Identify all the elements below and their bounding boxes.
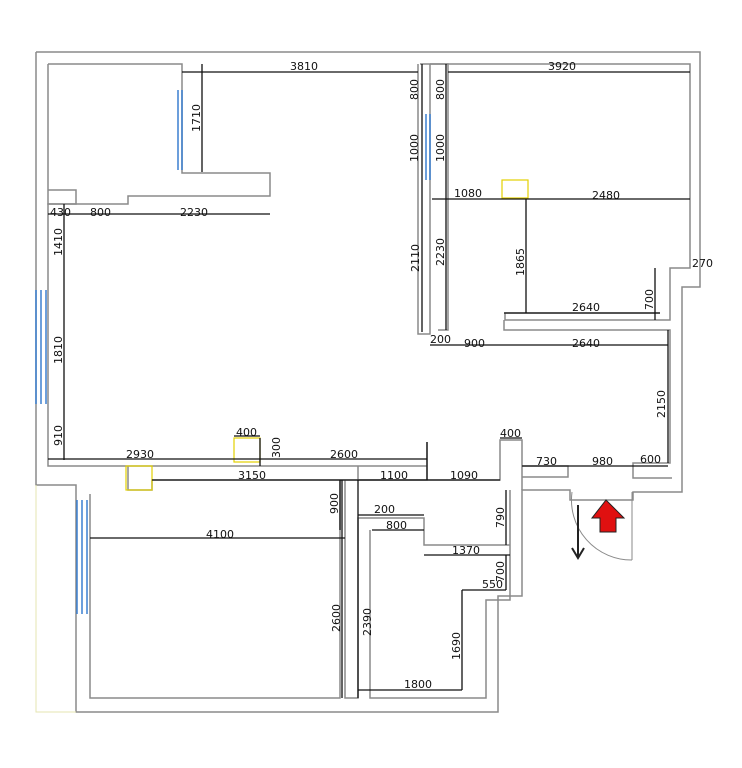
- entry-arrow-icon: [590, 499, 626, 533]
- dim-910: 910: [52, 425, 65, 446]
- dim-2600-h: 2600: [330, 448, 358, 461]
- dimension-lines: [48, 64, 690, 698]
- dim-1410: 1410: [52, 228, 65, 256]
- dim-3810: 3810: [290, 60, 318, 73]
- dim-270: 270: [692, 257, 713, 270]
- dim-400-a: 400: [236, 426, 257, 439]
- inner-wall-bedroom-1: [89, 480, 341, 699]
- dim-900-top: 900: [464, 337, 485, 350]
- dim-1000-b: 1000: [434, 134, 447, 162]
- dim-430: 430: [50, 206, 71, 219]
- exit-arrow-icon: [571, 505, 585, 560]
- dim-800-top-left: 800: [408, 79, 421, 100]
- dim-1710: 1710: [190, 104, 203, 132]
- inner-wall-partition: [417, 64, 431, 335]
- dim-800-hall: 800: [90, 206, 111, 219]
- dim-800-bath: 800: [386, 519, 407, 532]
- dim-700-right: 700: [643, 289, 656, 310]
- shaft-left: [125, 465, 153, 491]
- dim-1865: 1865: [514, 248, 527, 276]
- dim-1100: 1100: [380, 469, 408, 482]
- outer-wall: [35, 51, 701, 713]
- entrance-arrows: [571, 499, 626, 560]
- dim-1810: 1810: [52, 336, 65, 364]
- dim-790: 790: [494, 507, 507, 528]
- dim-4100: 4100: [206, 528, 234, 541]
- dim-980: 980: [592, 455, 613, 468]
- dim-1800: 1800: [404, 678, 432, 691]
- dim-700-bath: 700: [494, 561, 507, 582]
- dim-2640-top: 2640: [572, 301, 600, 314]
- dim-3150: 3150: [238, 469, 266, 482]
- inner-wall-bath-inner: [369, 490, 511, 699]
- dimension-labels: 3810 3920 1710 800 800 1000 1000 430 800…: [50, 60, 713, 691]
- inner-wall-corridor: [127, 439, 523, 491]
- dim-300: 300: [270, 437, 283, 458]
- dim-1090: 1090: [450, 469, 478, 482]
- dim-2230-vert: 2230: [434, 238, 447, 266]
- inner-wall-kitchen: [503, 320, 672, 479]
- shaft-top: [501, 179, 529, 199]
- dim-1080: 1080: [454, 187, 482, 200]
- dim-2930: 2930: [126, 448, 154, 461]
- dim-2150: 2150: [655, 390, 668, 418]
- dim-2390: 2390: [361, 608, 374, 636]
- windows: [35, 90, 431, 614]
- inner-wall-bedroom-2: [420, 63, 691, 321]
- dim-730: 730: [536, 455, 557, 468]
- dim-2230-hall: 2230: [180, 206, 208, 219]
- balcony-outline: [35, 485, 76, 713]
- inner-wall-living: [47, 63, 271, 205]
- dim-2640-bottom: 2640: [572, 337, 600, 350]
- dim-1690: 1690: [450, 632, 463, 660]
- dim-3920: 3920: [548, 60, 576, 73]
- dim-2480: 2480: [592, 189, 620, 202]
- dim-800-top-right: 800: [434, 79, 447, 100]
- dim-550: 550: [482, 578, 503, 591]
- dim-600: 600: [640, 453, 661, 466]
- inner-wall-partition-2: [430, 63, 449, 331]
- inner-wall-living-lower: [47, 189, 427, 467]
- dim-1370: 1370: [452, 544, 480, 557]
- dim-200-bath: 200: [374, 503, 395, 516]
- dim-2600-v: 2600: [330, 604, 343, 632]
- dim-400-b: 400: [500, 427, 521, 440]
- ventilation-shafts: [125, 179, 529, 491]
- dim-2110: 2110: [409, 244, 422, 272]
- dim-1000-a: 1000: [408, 134, 421, 162]
- dim-200-top: 200: [430, 333, 451, 346]
- entrance-door: [570, 491, 633, 561]
- dim-900-vert: 900: [328, 493, 341, 514]
